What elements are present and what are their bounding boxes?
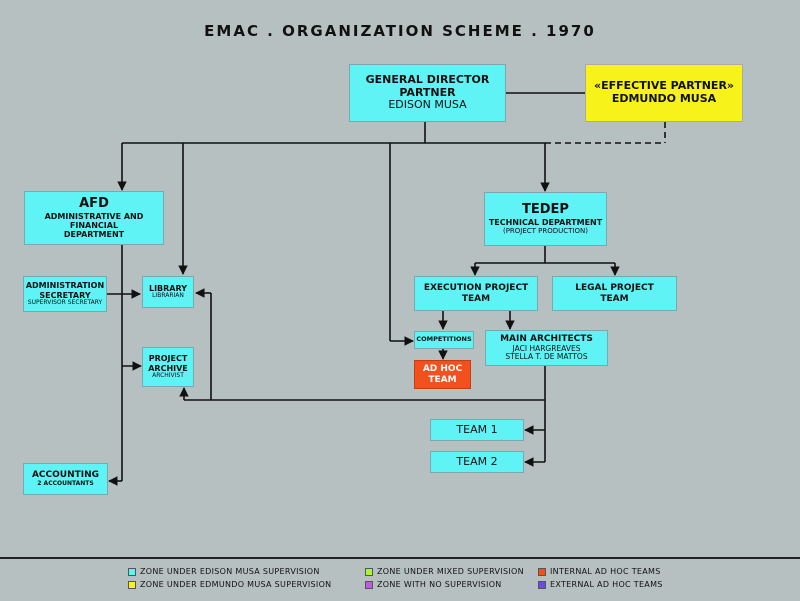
afd-subtitle-2: DEPARTMENT xyxy=(63,230,125,240)
main-architects-title: MAIN ARCHITECTS xyxy=(500,334,593,345)
main-architects-box: MAIN ARCHITECTS JACI HARGREAVES STELLA T… xyxy=(485,330,608,366)
effective-partner-title: «EFFECTIVE PARTNER» xyxy=(593,79,735,93)
admin-secretary-role: SUPERVISOR SECRETARY xyxy=(27,298,103,306)
legend-external-label: EXTERNAL AD HOC TEAMS xyxy=(550,580,663,589)
execution-team-title: EXECUTION PROJECT xyxy=(423,283,529,294)
legend-swatch-orange xyxy=(538,567,546,576)
legend-internal: INTERNAL AD HOC TEAMS xyxy=(538,567,661,576)
project-archive-title: PROJECT xyxy=(148,354,188,364)
team-2-title: TEAM 2 xyxy=(456,454,498,468)
admin-secretary-title-2: SECRETARY xyxy=(39,290,91,300)
legend-mixed-label: ZONE UNDER MIXED SUPERVISION xyxy=(377,567,524,576)
competitions-title: COMPETITIONS xyxy=(416,335,472,344)
legend-external: EXTERNAL AD HOC TEAMS xyxy=(538,580,663,589)
tedep-subtitle-2: (PROJECT PRODUCTION) xyxy=(502,227,588,236)
admin-secretary-title: ADMINISTRATION xyxy=(25,281,105,291)
legend-divider xyxy=(0,557,800,559)
library-title: LIBRARY xyxy=(148,283,188,293)
chart-title: EMAC . ORGANIZATION SCHEME . 1970 xyxy=(204,22,596,40)
execution-team-title-2: TEAM xyxy=(461,293,491,304)
competitions-box: COMPETITIONS xyxy=(414,331,474,349)
legend-edmundo-label: ZONE UNDER EDMUNDO MUSA SUPERVISION xyxy=(140,580,332,589)
afd-title: AFD xyxy=(79,195,109,211)
team-1-title: TEAM 1 xyxy=(456,422,498,436)
tedep-title: TEDEP xyxy=(522,201,569,217)
general-director-role: PARTNER xyxy=(399,85,456,99)
execution-project-team-box: EXECUTION PROJECT TEAM xyxy=(414,276,538,311)
main-architect-1: JACI HARGREAVES xyxy=(512,343,581,353)
legend-swatch-green xyxy=(365,567,373,576)
accounting-title: ACCOUNTING xyxy=(31,470,100,481)
legal-team-title: LEGAL PROJECT xyxy=(575,283,654,294)
tedep-subtitle: TECHNICAL DEPARTMENT xyxy=(488,217,603,227)
accounting-box: ACCOUNTING 2 ACCOUNTANTS xyxy=(23,463,108,495)
legend-none-label: ZONE WITH NO SUPERVISION xyxy=(377,580,502,589)
general-director-box: GENERAL DIRECTOR PARTNER EDISON MUSA xyxy=(349,64,506,122)
general-director-title: GENERAL DIRECTOR xyxy=(365,73,490,87)
general-director-name: EDISON MUSA xyxy=(388,98,467,112)
effective-partner-box: «EFFECTIVE PARTNER» EDMUNDO MUSA xyxy=(585,64,743,122)
ad-hoc-title-2: TEAM xyxy=(428,374,457,385)
afd-box: AFD ADMINISTRATIVE AND FINANCIAL DEPARTM… xyxy=(24,191,164,245)
legend-none: ZONE WITH NO SUPERVISION xyxy=(365,580,502,589)
main-architect-2: STELLA T. DE MATTOS xyxy=(505,352,588,362)
legend-swatch-blue xyxy=(538,580,546,589)
afd-subtitle: ADMINISTRATIVE AND FINANCIAL xyxy=(44,211,144,230)
legend-mixed: ZONE UNDER MIXED SUPERVISION xyxy=(365,567,524,576)
legend-swatch-cyan xyxy=(128,567,136,576)
legend-internal-label: INTERNAL AD HOC TEAMS xyxy=(550,567,661,576)
legend-edison: ZONE UNDER EDISON MUSA SUPERVISION xyxy=(128,567,320,576)
admin-secretary-box: ADMINISTRATION SECRETARY SUPERVISOR SECR… xyxy=(23,276,107,312)
library-role: LIBRARIAN xyxy=(152,292,184,300)
legend-edmundo: ZONE UNDER EDMUNDO MUSA SUPERVISION xyxy=(128,580,331,589)
ad-hoc-title: AD HOC xyxy=(422,364,463,375)
project-archive-role: ARCHIVIST xyxy=(152,371,184,379)
legend-swatch-yellow xyxy=(128,580,136,589)
legal-team-title-2: TEAM xyxy=(600,293,629,304)
project-archive-title-2: ARCHIVE xyxy=(148,363,188,373)
team-2-box: TEAM 2 xyxy=(430,451,524,473)
library-box: LIBRARY LIBRARIAN xyxy=(142,276,194,308)
legal-project-team-box: LEGAL PROJECT TEAM xyxy=(552,276,677,311)
accounting-role: 2 ACCOUNTANTS xyxy=(37,479,94,487)
tedep-box: TEDEP TECHNICAL DEPARTMENT (PROJECT PROD… xyxy=(484,192,607,246)
team-1-box: TEAM 1 xyxy=(430,419,524,441)
project-archive-box: PROJECT ARCHIVE ARCHIVIST xyxy=(142,347,194,387)
legend-edison-label: ZONE UNDER EDISON MUSA SUPERVISION xyxy=(140,567,320,576)
effective-partner-name: EDMUNDO MUSA xyxy=(611,92,717,105)
ad-hoc-team-box: AD HOC TEAM xyxy=(414,360,471,389)
legend-swatch-purple xyxy=(365,580,373,589)
